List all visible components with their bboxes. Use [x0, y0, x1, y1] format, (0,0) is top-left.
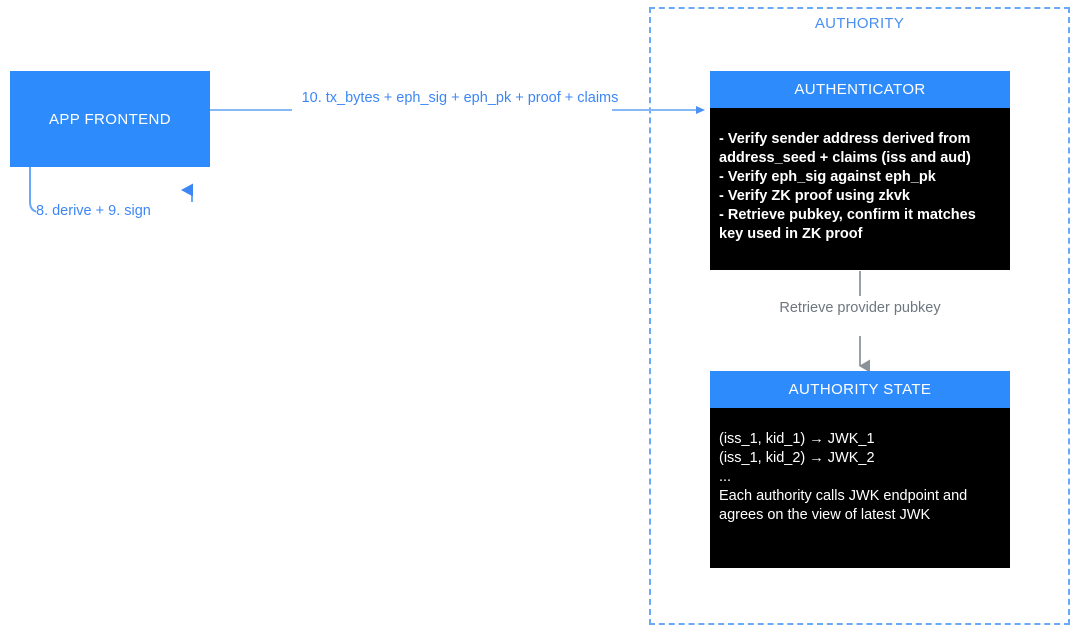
node-authority-state[interactable]: AUTHORITY STATE (iss_1, kid_1) → JWK_1 (…: [710, 371, 1010, 568]
node-authority-state-body: (iss_1, kid_1) → JWK_1 (iss_1, kid_2) → …: [710, 408, 1010, 568]
node-authenticator-body: - Verify sender address derived from add…: [710, 108, 1010, 270]
edge-frontend-to-authenticator-label: 10. tx_bytes + eph_sig + eph_pk + proof …: [301, 90, 619, 106]
node-authority-state-header: AUTHORITY STATE: [710, 371, 1010, 408]
node-app-frontend-label: APP FRONTEND: [48, 110, 172, 128]
edge-self-loop-label: 8. derive + 9. sign: [36, 202, 196, 221]
node-authenticator[interactable]: AUTHENTICATOR - Verify sender address de…: [710, 71, 1010, 270]
authority-group-boundary: [649, 7, 1070, 625]
authority-group-label: AUTHORITY: [814, 15, 905, 32]
node-authenticator-header: AUTHENTICATOR: [710, 71, 1010, 108]
node-app-frontend[interactable]: APP FRONTEND: [10, 71, 210, 167]
edge-authenticator-to-authority-state-label: Retrieve provider pubkey: [779, 300, 941, 316]
